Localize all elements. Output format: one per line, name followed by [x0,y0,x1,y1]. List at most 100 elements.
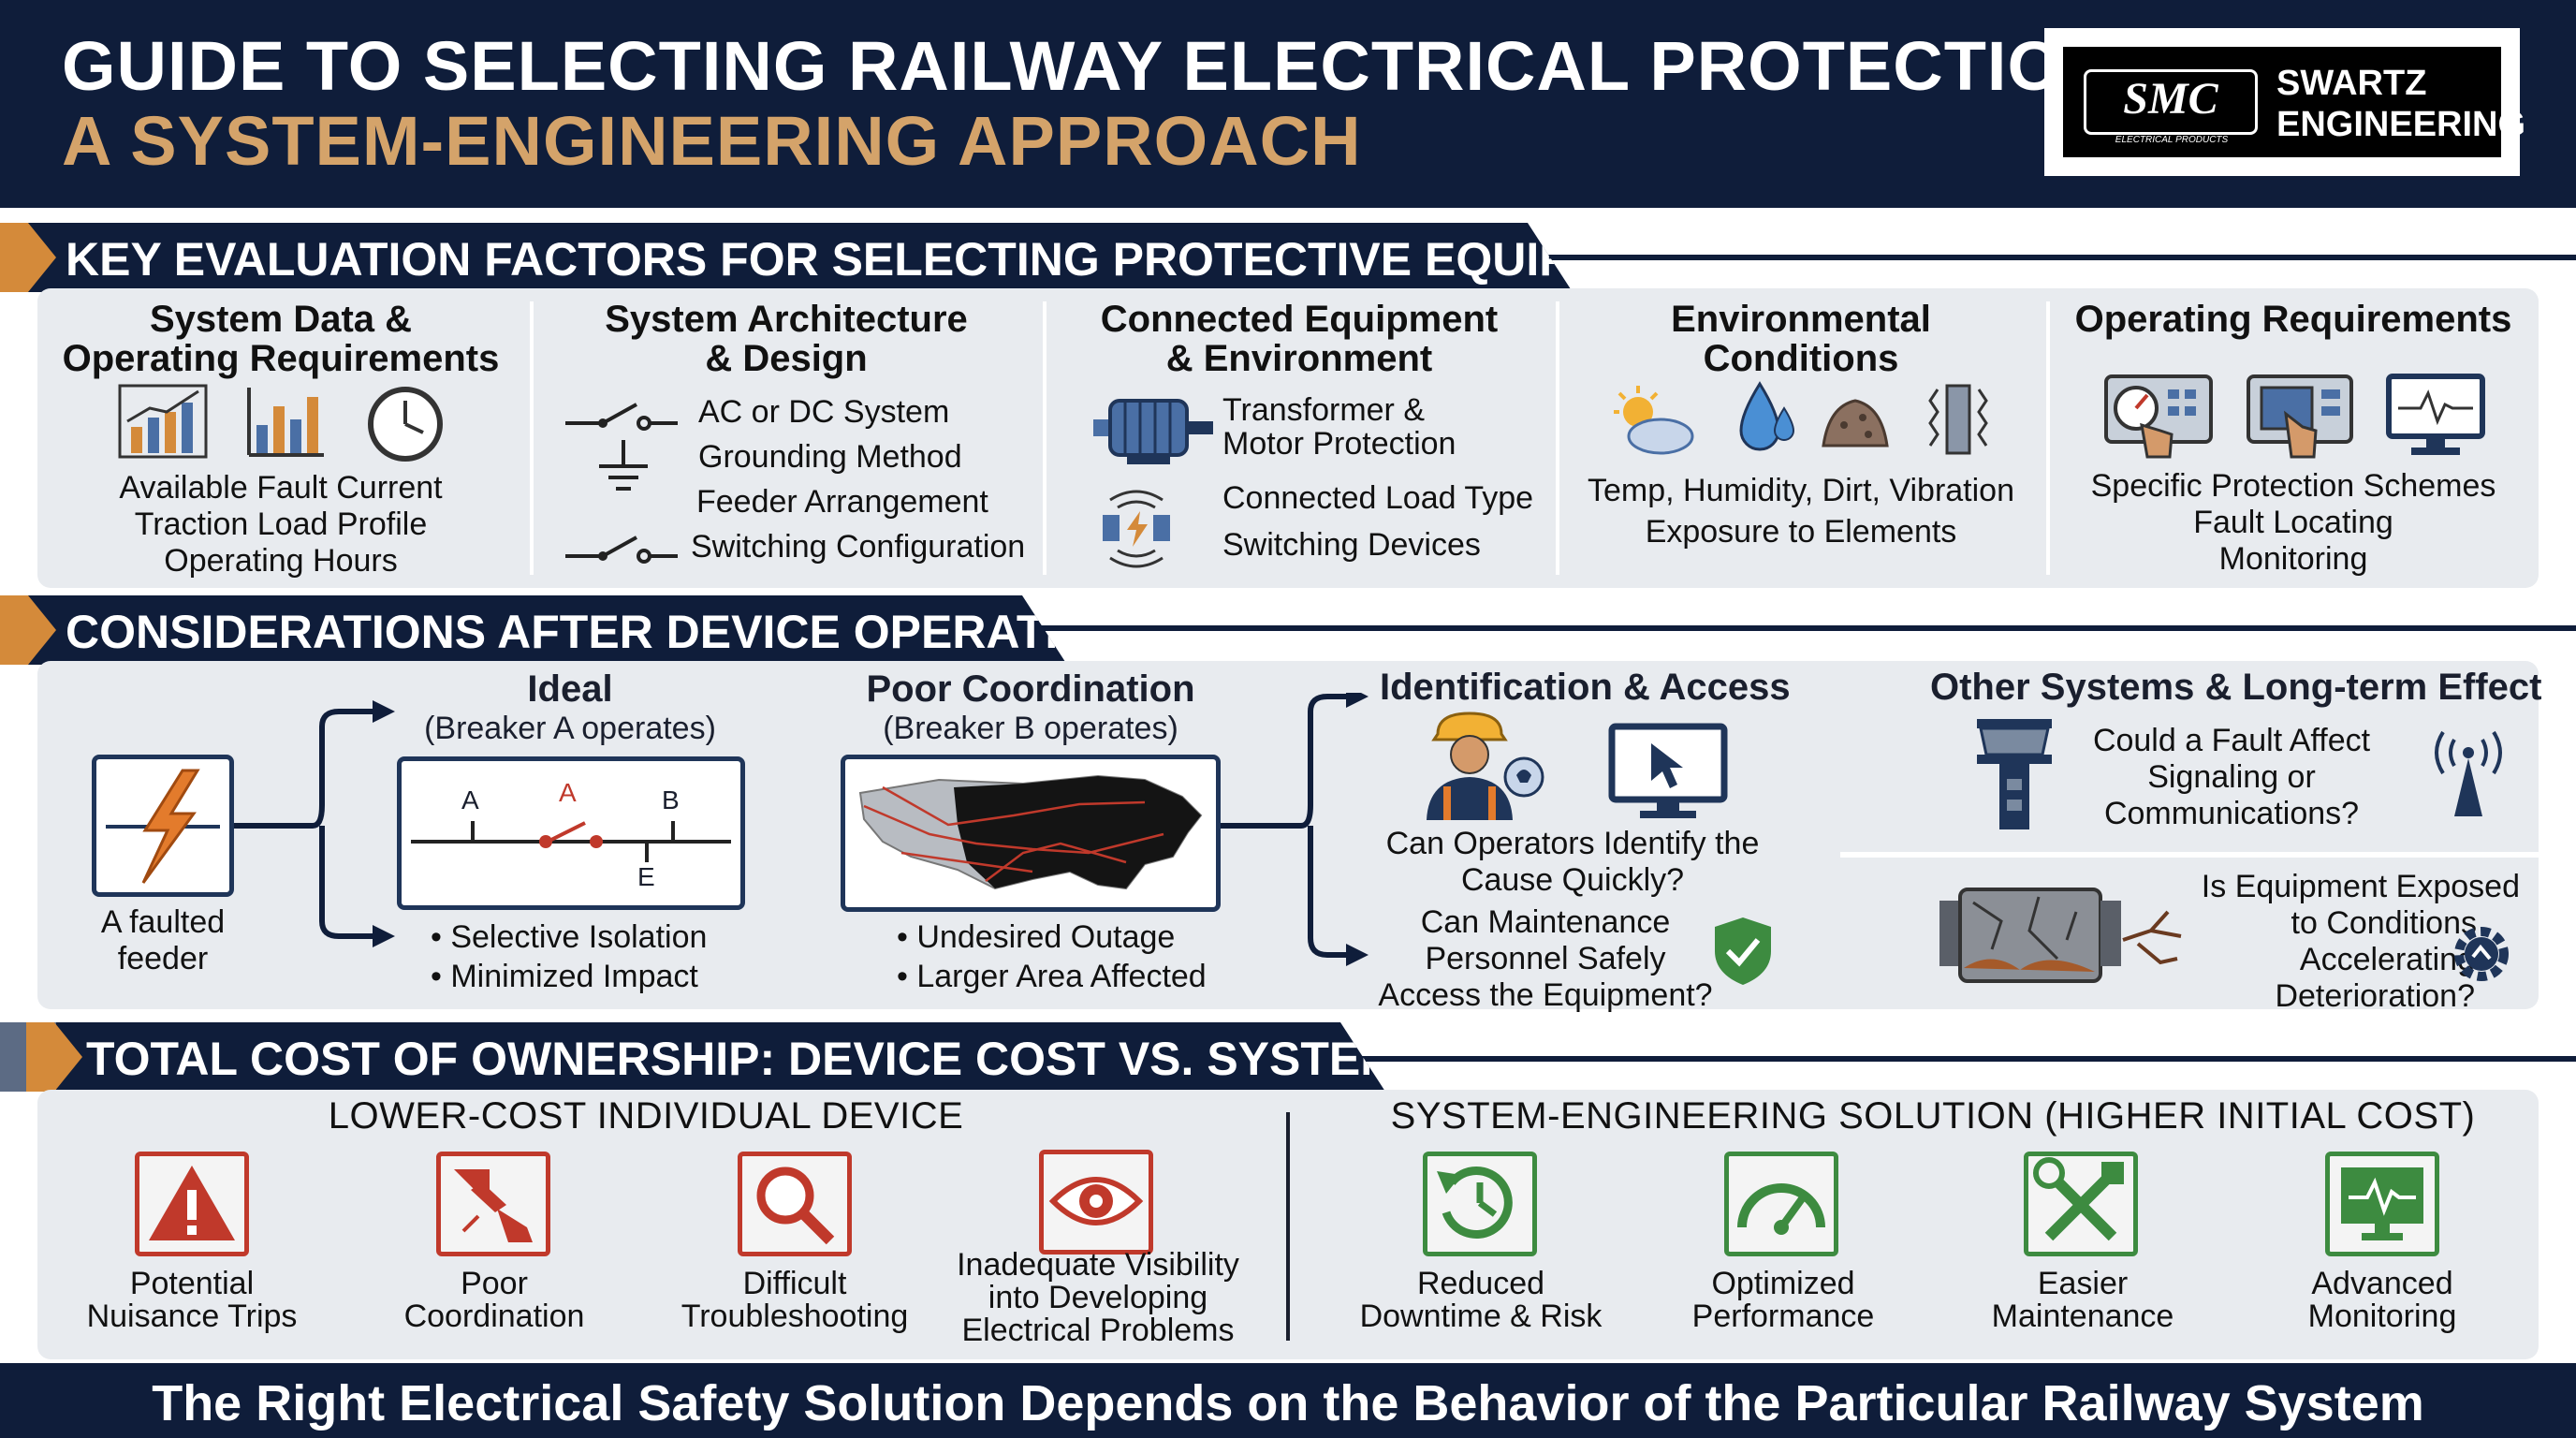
cost-label-line: Reduced [1416,1266,1545,1301]
optimized-performance-label: Optimized Performance [1666,1268,1900,1333]
other-question-2: Is Equipment Exposed to Conditions Accel… [2202,869,2520,1015]
gauge-icon [1737,1183,1825,1235]
section1-heading: KEY EVALUATION FACTORS FOR SELECTING PRO… [66,233,1704,286]
radio-antenna-icon [2435,730,2502,816]
easier-maintenance-box [2024,1152,2138,1256]
question-line: Personnel Safely [1425,941,1666,976]
other-title: Other Systems & Long-term Effect [1930,667,2542,708]
cost-label-line: Maintenance [1991,1299,2174,1334]
question-line: Cause Quickly? [1460,862,1685,898]
poor-bullet: • Larger Area Affected [897,959,1207,994]
factor-environmental: Environmental Conditions [1569,300,2033,378]
monitoring-screen-icon [2386,374,2485,455]
question-line: Can Operators Identify the [1385,826,1760,861]
factor-item: Feeder Arrangement [696,484,988,520]
factor-item: Fault Locating [2193,505,2393,540]
question-line: Could a Fault Affect [2092,723,2371,758]
question-line: Communications? [2103,796,2360,831]
computer-cursor-icon [1608,723,1728,818]
cost-label-line: Poor [461,1266,528,1301]
factor-item: Operating Hours [164,543,398,579]
factor-system-architecture: System Architecture & Design [543,300,1030,378]
poor-coordination-label: Poor Coordination [363,1268,625,1333]
touchscreen-panel-icon [2247,374,2353,459]
section2-rule [1011,625,2576,631]
bar-chart-icon [247,388,324,457]
cost-label-line: Troubleshooting [681,1299,909,1334]
advanced-monitoring-box [2325,1152,2439,1256]
company-logo: SMC ELECTRICAL PRODUCTS SWARTZ ENGINEERI… [2044,28,2525,176]
poor-header: Poor Coordination (Breaker B operates) [839,668,1222,747]
factor-title: System Data & [149,299,413,340]
section3-heading: TOTAL COST OF OWNERSHIP: DEVICE COST VS.… [86,1033,1525,1085]
cost-label-line: Advanced [2311,1266,2453,1301]
nuisance-trip-label: Potential Nuisance Trips [56,1268,328,1333]
switch-symbol-icon [565,403,678,431]
question-line: to Conditions [2291,905,2477,941]
weather-icon [1614,386,1694,455]
logo-name-line1: SWARTZ [2276,64,2427,103]
signal-tower-icon [1977,719,2052,829]
cost-label-line: Downtime & Risk [1359,1299,1603,1334]
cost-label-line: Nuisance Trips [86,1299,298,1334]
faulted-label-line: feeder [117,941,209,976]
ideal-bullet: • Selective Isolation [431,919,708,955]
logo-name-line2: ENGINEERING [2276,105,2526,144]
visibility-box [1039,1150,1153,1255]
ideal-bullet: • Minimized Impact [431,959,698,994]
reduced-downtime-box [1423,1152,1537,1256]
factor-system-data: System Data & Operating Requirements [47,300,515,378]
troubleshooting-label: Difficult Troubleshooting [663,1268,927,1333]
cost-label-line: Difficult [742,1266,847,1301]
logo-subtext: ELECTRICAL PRODUCTS [2115,135,2229,145]
factor-item: Switching Configuration [691,529,1026,565]
factor-title: System Architecture [605,299,968,340]
ideal-bullets: • Selective Isolation • Minimized Impact [431,917,707,996]
section2-heading: CONSIDERATIONS AFTER DEVICE OPERATION [66,606,1129,658]
factor-item: Specific Protection Schemes [2090,468,2496,504]
faulted-feeder-label: A faulted feeder [56,904,270,977]
panel-split [1840,852,2539,858]
reduced-downtime-label: Reduced Downtime & Risk [1339,1268,1623,1333]
bus-label-b: B [662,785,680,814]
monitor-waveform-icon [2341,1167,2423,1240]
factor-title: & Design [705,338,868,379]
factor-item: Traction Load Profile [134,506,428,542]
header-banner: GUIDE TO SELECTING RAILWAY ELECTRICAL PR… [0,0,2576,208]
factor-item: Transformer & [1222,392,1426,428]
other-question-1: Could a Fault Affect Signaling or Commun… [2084,723,2379,832]
section1-rule [1516,255,2576,260]
factor-title: Connected Equipment [1100,299,1499,340]
factor-items: Available Fault Current Traction Load Pr… [47,470,515,580]
factor-title: Operating Requirements [62,338,500,379]
humidity-drops-icon [1739,381,1795,451]
ident-question-1: Can Operators Identify the Cause Quickly… [1340,826,1805,899]
bus-label-a: A [461,785,479,814]
factor-operating-requirements: Operating Requirements [2059,300,2527,339]
visibility-label: Inadequate Visibility into Developing El… [936,1249,1260,1347]
factor-divider [1043,301,1046,575]
vibration-icon [1928,384,1988,455]
nuisance-trip-box [135,1152,249,1256]
safety-shield-icon [1715,917,1771,985]
wear-gear-icon [2454,927,2509,981]
poor-bullets: • Undesired Outage • Larger Area Affecte… [897,917,1207,996]
eye-icon [1048,1177,1144,1225]
faulted-label-line: A faulted [100,904,226,940]
warning-icon [149,1166,235,1240]
cost-label-line: Coordination [403,1299,585,1334]
factor-item: Connected Load Type [1222,480,1534,516]
switching-device-icon [1103,490,1170,568]
section2-heading-bar: CONSIDERATIONS AFTER DEVICE OPERATION [0,595,1067,665]
cost-label-line: Inadequate Visibility [957,1247,1239,1283]
broken-link-icon [454,1169,533,1242]
outage-map-icon [858,774,1203,890]
breaker-label-a: A [559,778,577,807]
ideal-diagram: A A B E [397,756,745,910]
factor-item: AC or DC System [698,394,950,430]
advanced-monitoring-label: Advanced Monitoring [2265,1268,2499,1333]
factor-divider [530,301,534,575]
faulted-feeder-box [92,755,234,897]
factor-items: Specific Protection Schemes Fault Locati… [2059,468,2527,578]
poor-title: Poor Coordination [866,668,1195,710]
